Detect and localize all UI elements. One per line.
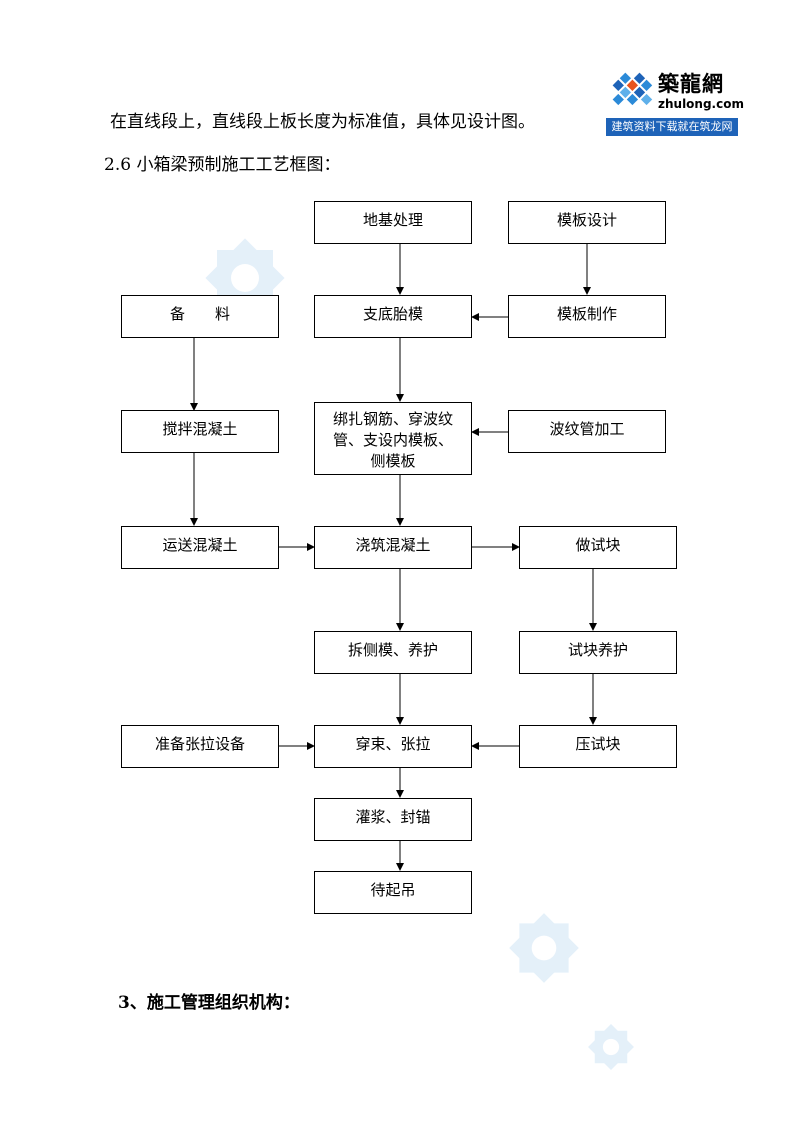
logo-slogan: 建筑资料下载就在筑龙网: [606, 118, 738, 136]
box-formwork-making: 模板制作: [508, 295, 666, 338]
rebar-line-1: 绑扎钢筋、穿波纹: [332, 410, 453, 428]
box-tension-equipment: 准备张拉设备: [121, 725, 279, 768]
box-mixing: 搅拌混凝土: [121, 410, 279, 453]
box-side-form-removal: 拆侧模、养护: [314, 631, 472, 674]
zhulong-logo: 築龍網 zhulong.com 建筑资料下载就在筑龙网: [606, 66, 744, 136]
section-title: 2.6 小箱梁预制施工工艺框图：: [104, 155, 341, 175]
logo-diamond-icon: [612, 72, 653, 106]
box-pouring: 浇筑混凝土: [314, 526, 472, 569]
logo-title: 築龍網: [658, 71, 724, 96]
box-transport: 运送混凝土: [121, 526, 279, 569]
logo-domain: zhulong.com: [658, 97, 744, 111]
box-base-mold: 支底胎模: [314, 295, 472, 338]
box-duct-processing: 波纹管加工: [508, 410, 666, 453]
box-formwork-design: 模板设计: [508, 201, 666, 244]
box-grouting: 灌浆、封锚: [314, 798, 472, 841]
box-materials: 备 料: [121, 295, 279, 338]
box-rebar-and-forms: 绑扎钢筋、穿波纹 管、支设内模板、 侧模板: [314, 402, 472, 475]
rebar-line-3: 侧模板: [370, 452, 416, 470]
box-await-lifting: 待起吊: [314, 871, 472, 914]
box-foundation: 地基处理: [314, 201, 472, 244]
box-test-curing: 试块养护: [519, 631, 677, 674]
logo-top: 築龍網 zhulong.com: [606, 66, 744, 118]
section-heading-3: 3、施工管理组织机构：: [118, 993, 300, 1013]
intro-paragraph: 在直线段上，直线段上板长度为标准值，具体见设计图。: [110, 112, 535, 132]
watermark-icon: [509, 913, 579, 983]
box-strand-tension: 穿束、张拉: [314, 725, 472, 768]
watermark-icon: [588, 1024, 634, 1070]
rebar-line-2: 管、支设内模板、: [332, 431, 453, 449]
box-test-press: 压试块: [519, 725, 677, 768]
box-test-block: 做试块: [519, 526, 677, 569]
